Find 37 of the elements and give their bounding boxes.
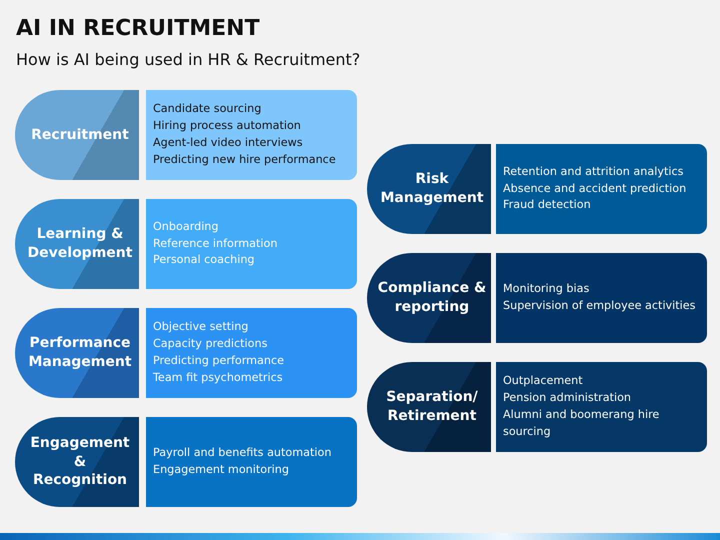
list-item: Alumni and boomerang hire sourcing	[503, 407, 660, 440]
list-panel	[146, 308, 357, 398]
list-item: Capacity predictions	[153, 336, 268, 352]
list-item: Absence and accident prediction	[503, 180, 688, 197]
list-item: Payroll and benefits automation	[153, 445, 332, 462]
list-panel	[146, 199, 357, 289]
list-panel	[146, 90, 357, 180]
list-panel	[146, 417, 357, 507]
list-item: Team fit psychometrics	[153, 370, 284, 386]
category-tab: Performance Management	[15, 308, 139, 398]
list-panel	[496, 144, 707, 234]
category-tab: Learning & Development	[15, 199, 139, 289]
list-item: Predicting performance	[153, 353, 286, 369]
list-item: Engagement monitoring	[153, 462, 290, 478]
list-item: Agent-led video interviews	[153, 135, 304, 151]
category-tab: Recruitment	[15, 90, 139, 180]
category-tab: Engagement & Recognition	[15, 417, 139, 507]
list-panel	[496, 253, 707, 343]
list-item: Reference information	[153, 236, 278, 252]
list-panel	[496, 362, 707, 452]
list-item: Outplacement	[503, 373, 584, 390]
list-item: Candidate sourcing	[153, 101, 262, 118]
list-item: Objective setting	[153, 319, 250, 336]
list-item: Predicting new hire performance	[153, 152, 337, 168]
list-item: Hiring process automation	[153, 118, 302, 134]
list-item: Personal coaching	[153, 252, 256, 268]
list-item: Pension administration	[503, 390, 632, 406]
list-item: Supervision of employee activities	[503, 298, 696, 314]
list-item: Fraud detection	[503, 197, 592, 214]
slide-title: AI IN RECRUITMENT	[16, 16, 260, 41]
category-tab: Separation/ Retirement	[367, 362, 491, 452]
category-tab: Risk Management	[367, 144, 491, 234]
list-item: Retention and attrition analytics	[503, 164, 684, 180]
subtitle: How is AI being used in HR & Recruitment?	[16, 50, 360, 69]
category-tab: Compliance & reporting	[367, 253, 491, 343]
list-item: Onboarding	[153, 218, 220, 235]
list-item: Monitoring bias	[503, 281, 590, 298]
